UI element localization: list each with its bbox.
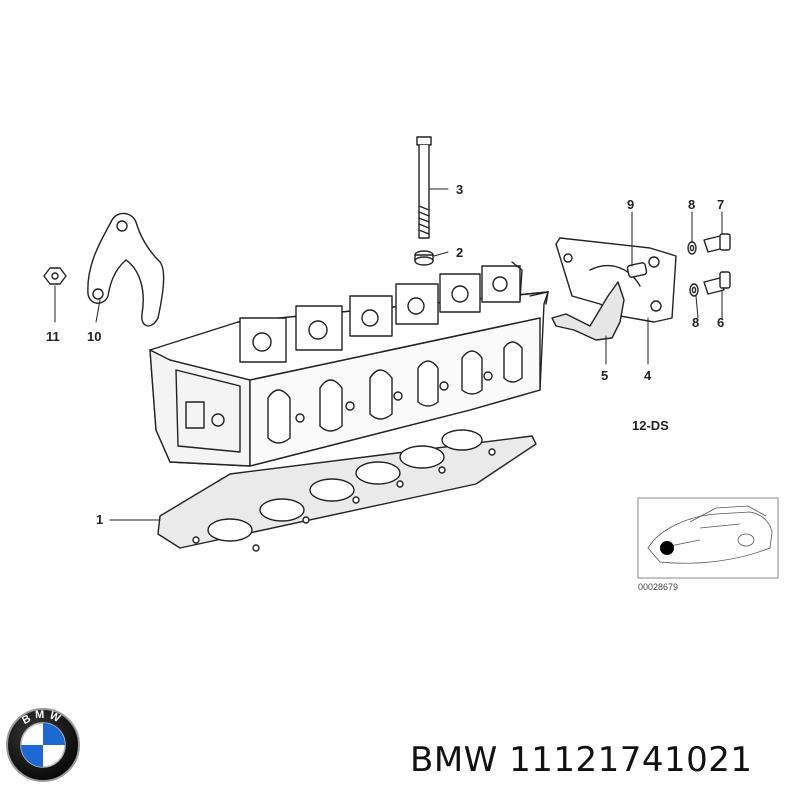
cover-gasket — [551, 281, 625, 341]
callout-1: 1 — [96, 512, 103, 527]
diagram-code: 12-DS — [632, 418, 669, 433]
callout-10: 10 — [87, 329, 101, 344]
cover-plate — [555, 237, 677, 323]
bmw-logo: BMW — [6, 708, 80, 782]
footer-part-number: 11121741021 — [509, 740, 753, 780]
cylinder-head — [149, 261, 549, 467]
washer-lower — [689, 283, 699, 297]
lifting-bracket — [87, 212, 165, 327]
callout-2: 2 — [456, 245, 463, 260]
head-bolt — [416, 136, 432, 239]
callout-5: 5 — [601, 368, 608, 383]
callout-9: 9 — [627, 197, 634, 212]
callout-8-lower: 8 — [692, 315, 699, 330]
washer — [414, 250, 434, 266]
hex-nut — [43, 267, 67, 285]
callout-11: 11 — [46, 329, 60, 344]
bolt-upper — [703, 233, 731, 253]
callout-4: 4 — [644, 368, 652, 383]
callout-3: 3 — [456, 182, 463, 197]
callout-8-upper: 8 — [688, 197, 695, 212]
footer-part-label: BMW 11121741021 — [410, 740, 753, 780]
callout-6: 6 — [717, 315, 724, 330]
locator-thumbnail — [637, 497, 779, 579]
head-gasket — [157, 429, 537, 552]
washer-upper — [687, 241, 697, 255]
callout-7: 7 — [717, 197, 724, 212]
leader-lines — [54, 188, 723, 521]
footer-brand-name: BMW — [410, 740, 498, 780]
bolt-lower — [703, 271, 731, 295]
image-id: 00028679 — [638, 582, 678, 592]
